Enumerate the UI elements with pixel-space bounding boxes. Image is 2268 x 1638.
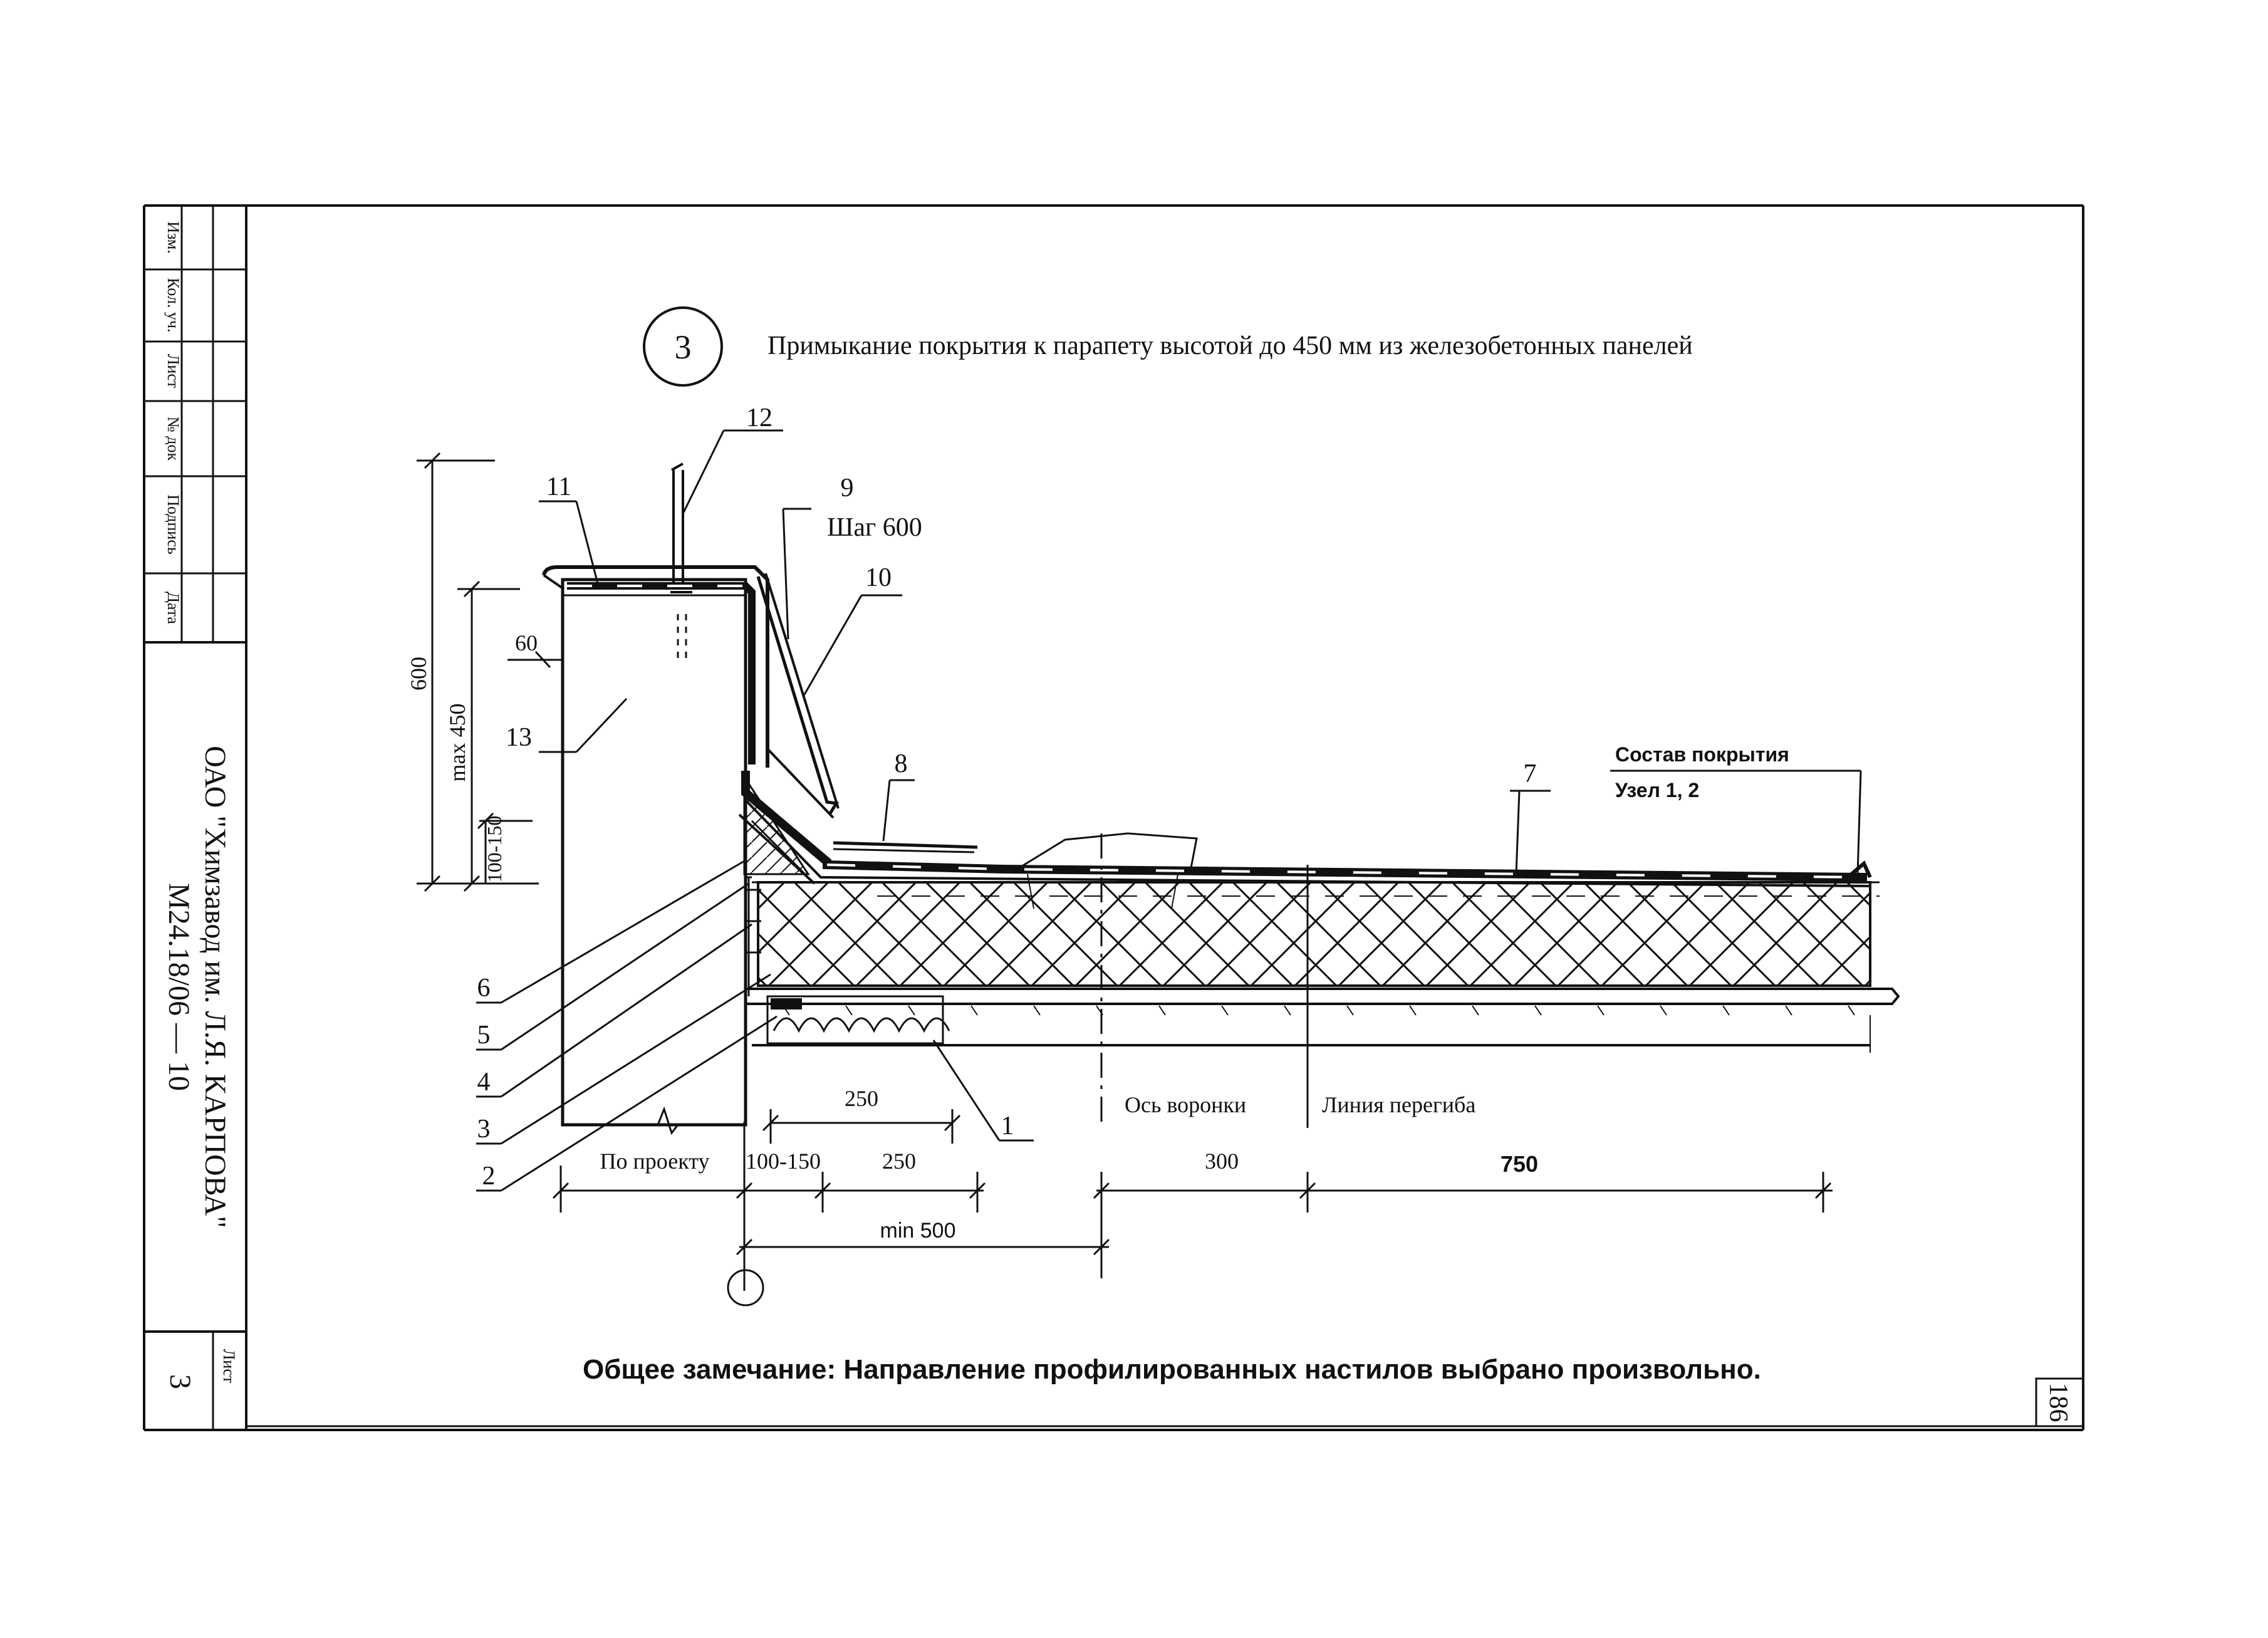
dim-max450: max 450 [445, 704, 470, 782]
page-number-box: 186 [2035, 1377, 2084, 1427]
page-number: 186 [2044, 1383, 2073, 1422]
callout-3: 3 [477, 1115, 491, 1144]
stamp-org-name: ОАО "Химзавод им. Л.Я. КАРПОВА" [199, 746, 232, 1228]
callout-9: 9 [841, 474, 854, 503]
dim-750: 750 [1501, 1151, 1538, 1177]
dim-60: 60 [515, 630, 538, 655]
callout-1: 1 [1001, 1112, 1014, 1140]
dim-by-project: По проекту [600, 1149, 710, 1174]
callout-10: 10 [865, 563, 892, 592]
drawing-title: Примыкание покрытия к парапету высотой д… [767, 331, 1693, 360]
dim-250-insulation: 250 [845, 1086, 878, 1111]
dim-min500: min 500 [880, 1219, 956, 1243]
callout-12: 12 [746, 404, 772, 432]
callout-9-step: Шаг 600 [827, 513, 922, 542]
callout-7: 7 [1524, 759, 1537, 788]
stamp-row-date: Дата [164, 592, 182, 624]
stamp-row-kol-uch: Кол. уч. [164, 278, 182, 332]
callout-8: 8 [895, 749, 908, 778]
callout-11: 11 [546, 472, 571, 501]
composition-ref: Узел 1, 2 [1615, 779, 1699, 801]
callout-4: 4 [477, 1068, 491, 1097]
horizontal-dimension-labels: 250 По проекту 100-150 250 Ось воронки Л… [600, 1086, 1539, 1243]
vertical-dimensions [417, 452, 564, 892]
dim-250: 250 [882, 1149, 916, 1174]
detail-number: 3 [675, 328, 692, 366]
axis-funnel-label: Ось воронки [1125, 1092, 1246, 1117]
stamp-row-sign: Подпись [164, 494, 182, 555]
dim-100-150-vertical: 100-150 [483, 816, 506, 883]
callout-13: 13 [506, 723, 532, 752]
callout-labels: 12 9 Шаг 600 10 11 13 8 7 Состав покрыти… [477, 404, 1789, 1191]
callout-leaders [476, 429, 1862, 1192]
revision-stamp: Изм. Кол. уч. Лист № док Подпись Дата ОА… [144, 206, 246, 1430]
vertical-dimension-labels: 600 max 450 60 100-150 [406, 630, 538, 882]
stamp-row-izm: Изм. [164, 221, 182, 254]
stamp-row-doc: № док [164, 417, 182, 461]
general-note: Общее замечание: Направление профилирова… [583, 1354, 1761, 1385]
callout-6: 6 [477, 974, 491, 1003]
sheet-frame [143, 204, 2084, 1431]
axis-bend-label: Линия перегиба [1322, 1092, 1475, 1117]
dim-600: 600 [406, 657, 431, 691]
stamp-sheet-label: Лист [220, 1349, 238, 1383]
parapet [542, 462, 978, 1135]
dim-300: 300 [1205, 1149, 1239, 1174]
roof-section [738, 771, 1900, 1053]
callout-2: 2 [482, 1162, 496, 1191]
horizontal-dimensions [552, 833, 1833, 1307]
stamp-doc-code: М24.18/06 — 10 [162, 883, 195, 1091]
drawing-title-group: 3 Примыкание покрытия к парапету высотой… [643, 306, 1693, 387]
composition-title: Состав покрытия [1615, 743, 1789, 766]
dim-100-150: 100-150 [746, 1149, 821, 1174]
stamp-row-list: Лист [164, 354, 182, 388]
detail-marker [643, 306, 723, 387]
callout-5: 5 [477, 1021, 491, 1050]
stamp-sheet-number: 3 [164, 1374, 197, 1389]
